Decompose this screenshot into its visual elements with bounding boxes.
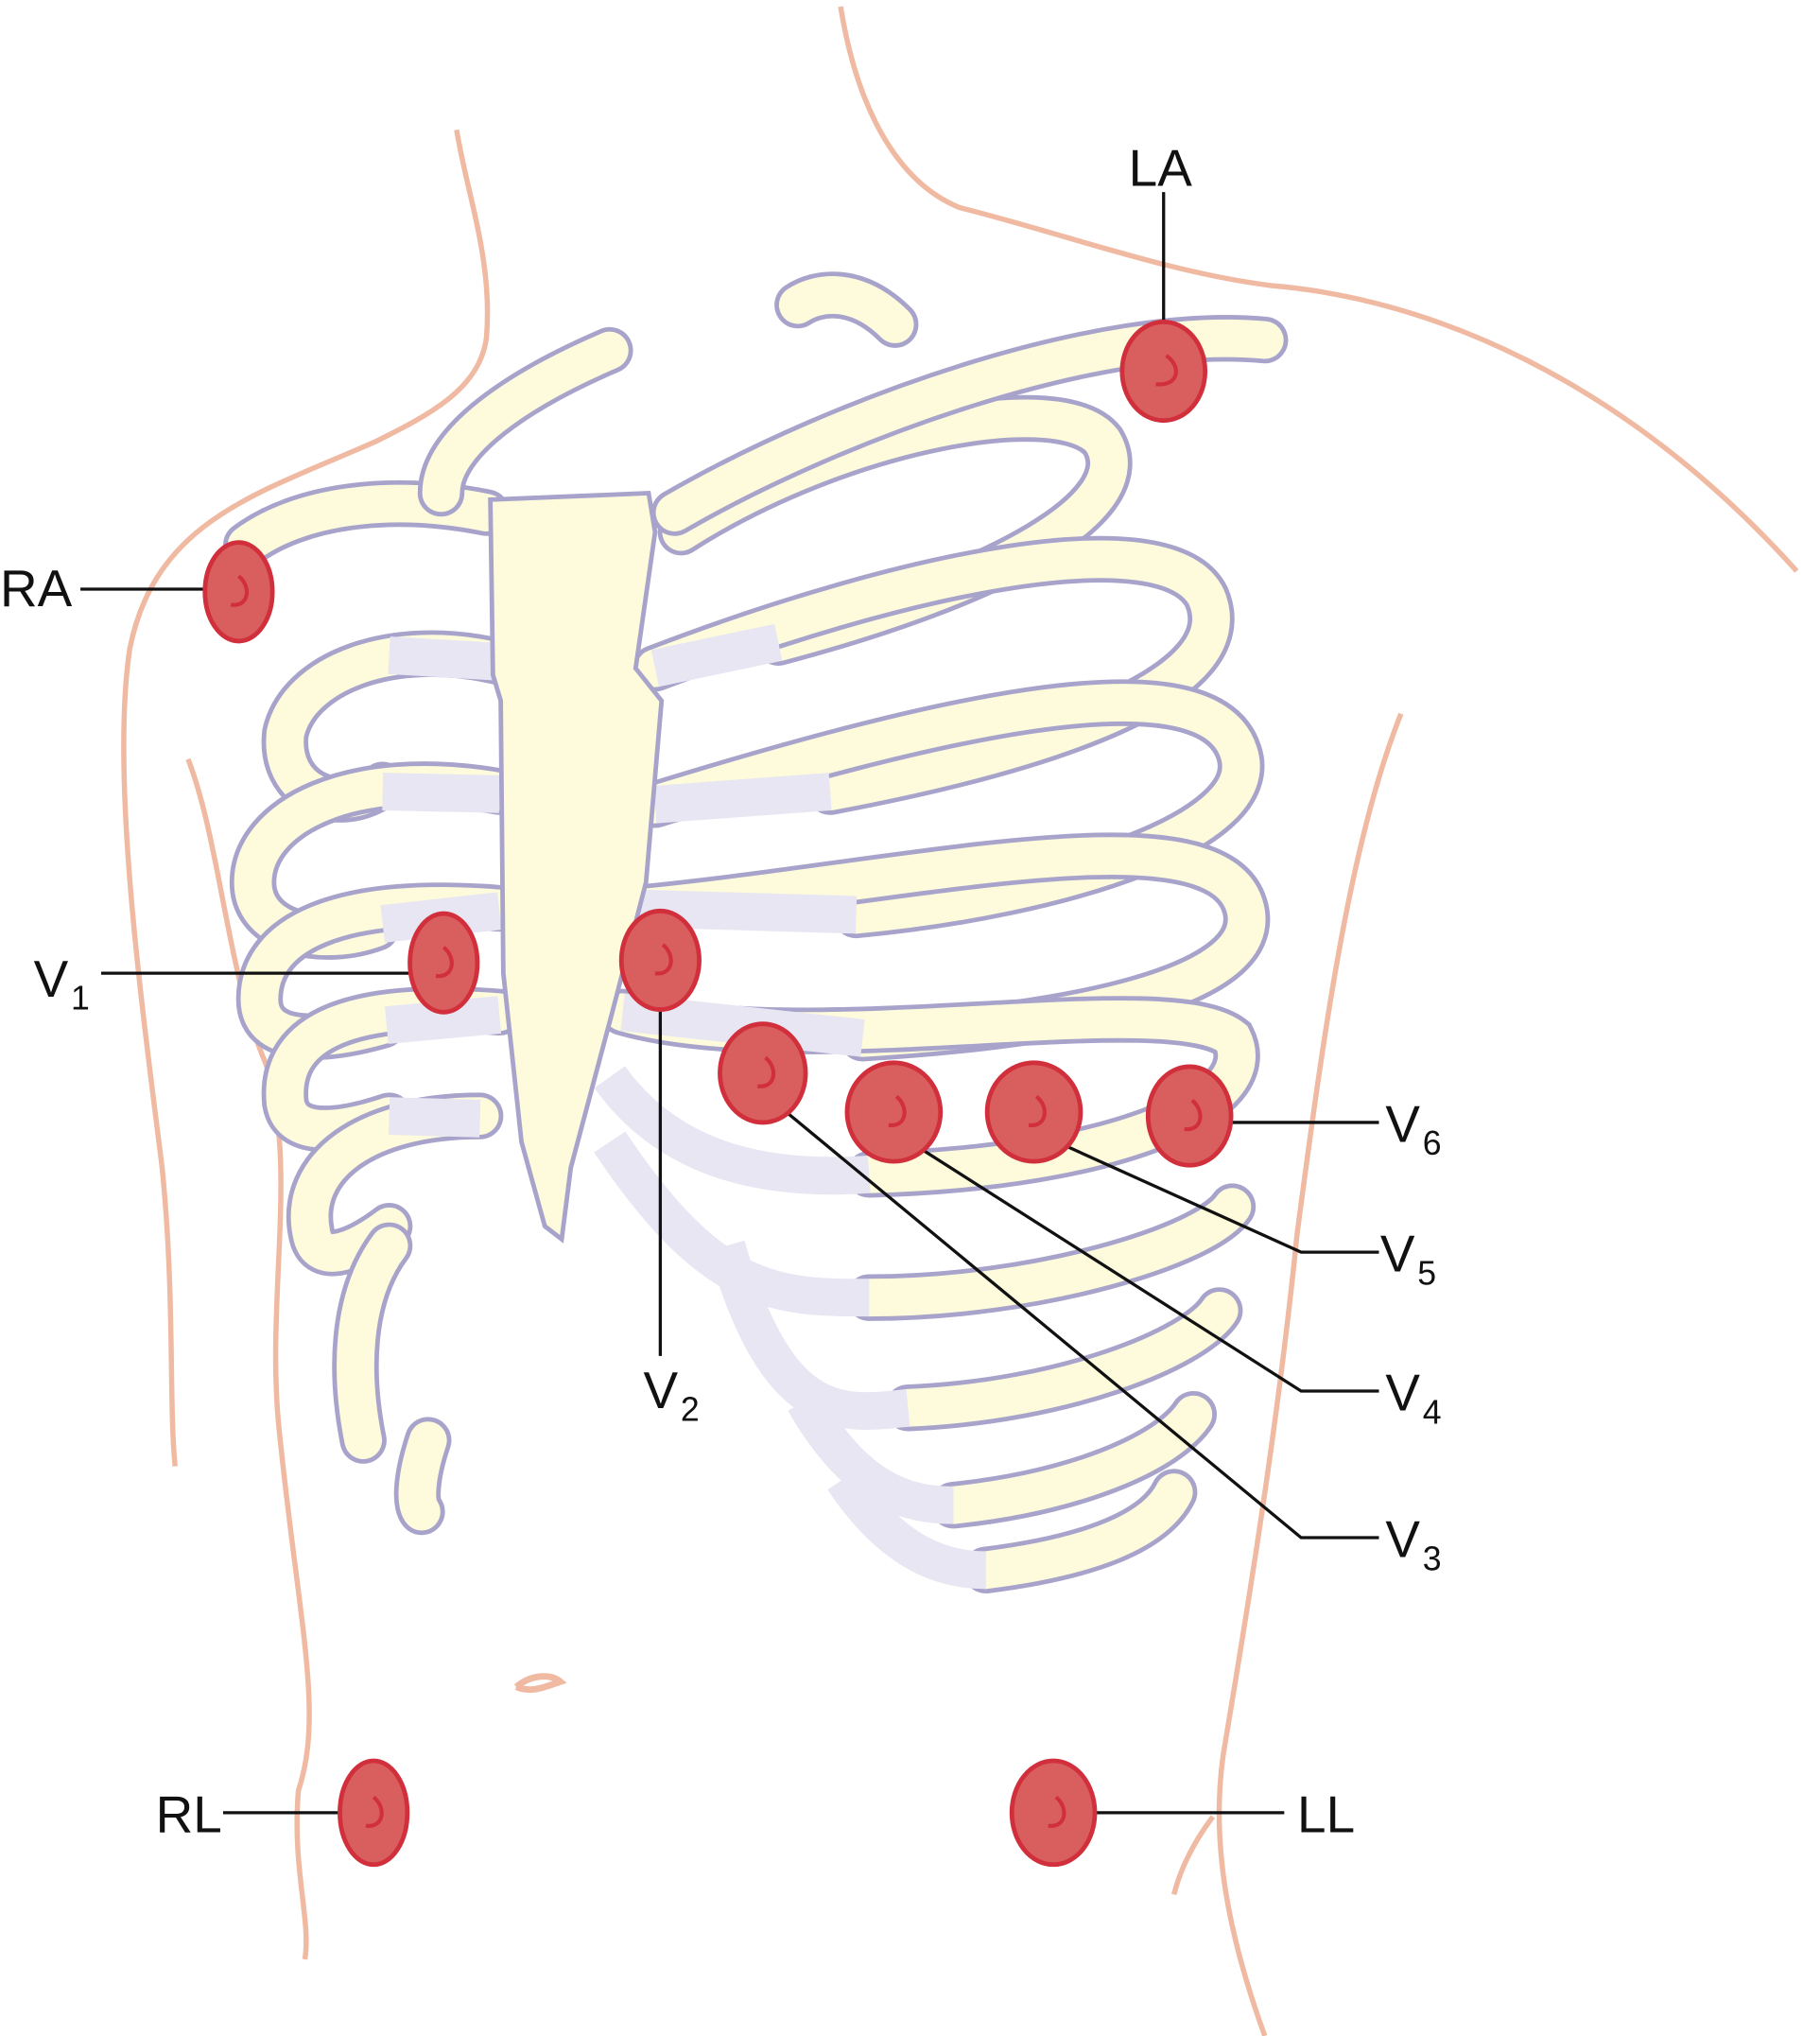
label-rl: RL (156, 1784, 222, 1843)
label-v1-sub: 1 (71, 980, 90, 1018)
electrode-ll (1009, 1758, 1098, 1868)
label-v5-main: V (1380, 1225, 1415, 1283)
electrode-ra (202, 540, 275, 644)
electrode-v5 (984, 1060, 1083, 1164)
label-v6-sub: 6 (1423, 1124, 1442, 1162)
electrode-v4 (844, 1060, 944, 1164)
electrodes (202, 319, 1234, 1868)
label-v1-main: V (34, 949, 69, 1008)
rib-cage (222, 271, 1289, 1594)
body-outline (121, 6, 1799, 2036)
ribs-right (594, 394, 1271, 1594)
ribs-left (229, 630, 523, 1536)
label-la: LA (1129, 138, 1193, 197)
electrode-v1 (407, 911, 480, 1015)
label-v2-main: V (644, 1361, 679, 1419)
label-ll: LL (1297, 1784, 1355, 1843)
label-v3-sub: 3 (1423, 1540, 1442, 1577)
electrode-v3 (718, 1021, 808, 1125)
label-v6-main: V (1385, 1095, 1420, 1154)
electrode-v2 (618, 908, 702, 1012)
label-v5-sub: 5 (1417, 1254, 1436, 1292)
label-v2-sub: 2 (681, 1391, 700, 1429)
leader-lines (80, 192, 1379, 1815)
sternum (488, 491, 665, 1244)
label-v4-sub: 4 (1423, 1393, 1442, 1431)
label-v4-main: V (1385, 1364, 1420, 1422)
label-v3-main: V (1385, 1510, 1420, 1569)
electrode-v6 (1145, 1064, 1234, 1168)
electrode-la (1119, 319, 1208, 424)
navel (513, 1673, 567, 1694)
label-ra: RA (0, 559, 73, 618)
electrode-rl (338, 1758, 410, 1868)
